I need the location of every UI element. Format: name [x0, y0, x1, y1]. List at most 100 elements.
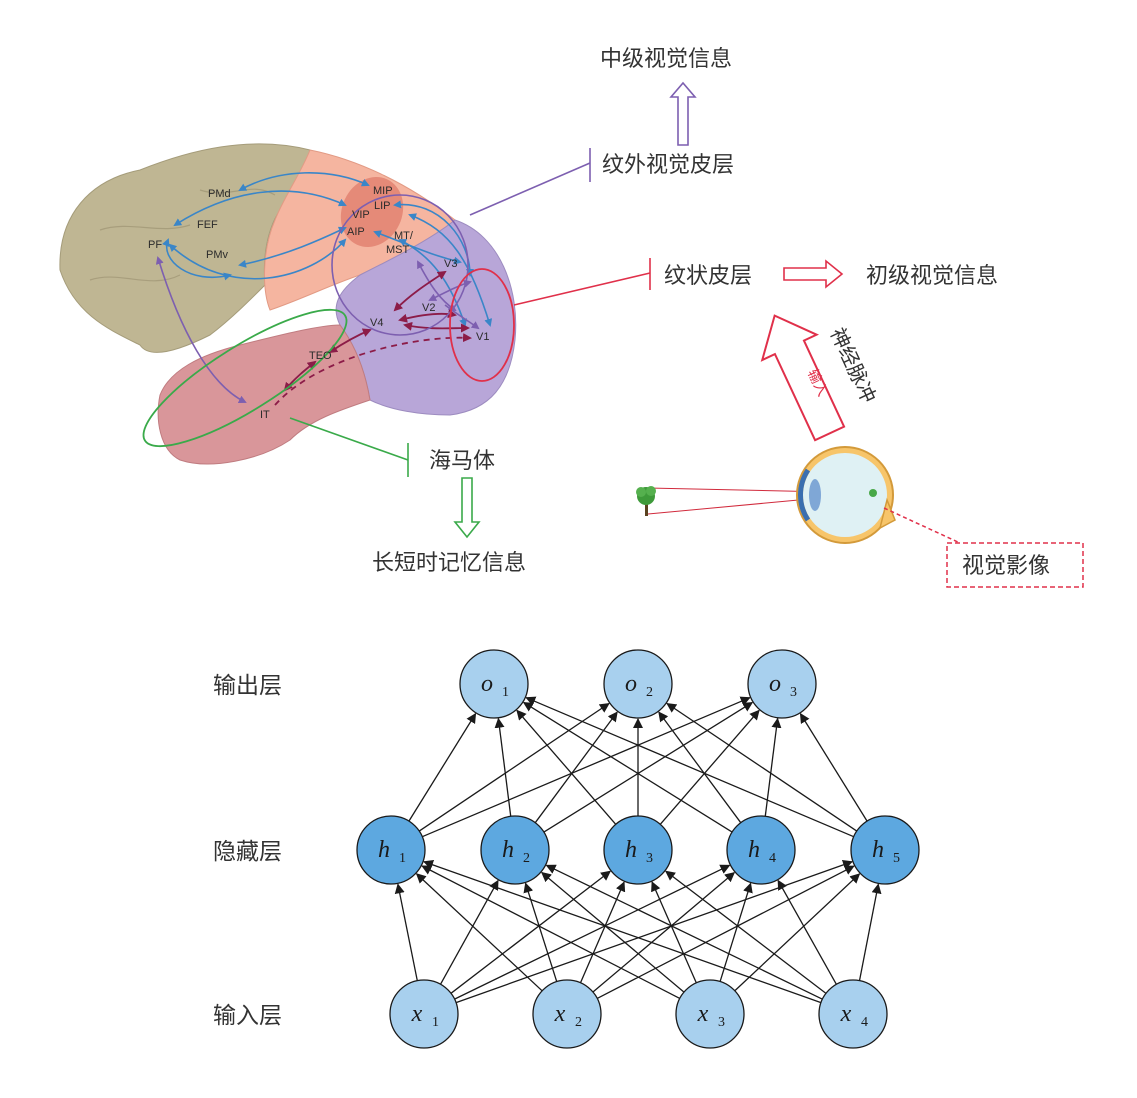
node-subscript: 2 — [646, 685, 653, 700]
node-subscript: 3 — [790, 685, 797, 700]
region-label: PMd — [208, 188, 231, 200]
eye-illustration — [647, 446, 896, 544]
node-label: x — [411, 1001, 423, 1027]
region-label: MST — [386, 244, 410, 256]
network-edge — [454, 864, 731, 1000]
network-edge — [522, 701, 733, 833]
region-label: V2 — [422, 302, 435, 314]
striate-label: 纹状皮层 — [664, 264, 752, 289]
network-edge — [516, 709, 617, 825]
network-node — [459, 649, 529, 719]
tree-icon — [636, 486, 656, 516]
node-subscript: 4 — [769, 851, 776, 866]
network-edge — [777, 879, 837, 985]
layer-label: 输出层 — [213, 673, 282, 699]
network-edge — [494, 717, 512, 817]
node-subscript: 1 — [502, 685, 509, 700]
node-subscript: 5 — [893, 851, 900, 866]
nerve-pulse-label: 神经脉冲 — [825, 324, 881, 407]
node-subscript: 3 — [718, 1015, 725, 1030]
memory-info-label: 长短时记忆信息 — [372, 551, 526, 576]
parietal-sulcus-region — [340, 176, 404, 248]
network-edge — [596, 865, 855, 999]
right-hollow-arrow — [783, 259, 844, 289]
network-edge — [439, 879, 499, 985]
node-subscript: 2 — [575, 1015, 582, 1030]
region-label: VIP — [352, 209, 370, 221]
node-subscript: 1 — [432, 1015, 439, 1030]
node-label: h — [748, 837, 760, 863]
network-edge — [418, 702, 610, 832]
node-subscript: 2 — [523, 851, 530, 866]
region-label: IT — [260, 409, 270, 421]
network-node — [356, 815, 426, 885]
network-edge — [450, 870, 612, 994]
region-labels: PMd FEF PF PMv MIP LIP VIP AIP MT/ MST V… — [148, 185, 489, 421]
hippocampus-label: 海马体 — [429, 449, 495, 474]
extrastriate-outline — [331, 194, 469, 336]
node-subscript: 3 — [646, 851, 653, 866]
striate-outline — [449, 268, 515, 382]
network-node — [532, 979, 602, 1049]
network-edge — [534, 711, 618, 824]
network-edge — [799, 712, 868, 822]
network-edge — [545, 864, 823, 1000]
network-edge — [719, 882, 753, 982]
network-edge — [394, 883, 418, 981]
network-edge — [592, 871, 736, 993]
network-node — [747, 649, 817, 719]
up-hollow-arrow — [669, 81, 697, 146]
layer-label: 隐藏层 — [213, 839, 282, 865]
network-edges — [394, 696, 882, 1004]
network-edge — [422, 696, 751, 838]
region-label: MIP — [373, 185, 393, 197]
network-node — [603, 815, 673, 885]
node-label: h — [625, 837, 637, 863]
hippocampus-outline — [142, 308, 348, 448]
node-label: o — [625, 671, 637, 697]
down-hollow-arrow — [453, 477, 481, 539]
node-label: h — [378, 837, 390, 863]
network-edge — [658, 711, 742, 824]
region-label: V4 — [370, 317, 383, 329]
network-edge — [541, 871, 685, 993]
network-edge — [659, 709, 760, 825]
layer-label: 输入层 — [213, 1003, 282, 1029]
network-edge — [543, 701, 754, 833]
region-label: FEF — [197, 219, 218, 231]
network-edge — [408, 712, 477, 822]
hippocampus-leader — [289, 417, 409, 461]
node-label: h — [502, 837, 514, 863]
network-node — [389, 979, 459, 1049]
network-edge — [734, 873, 861, 992]
nerve-input-arrow: 输入 — [760, 314, 846, 442]
network-node — [603, 649, 673, 719]
node-label: o — [769, 671, 781, 697]
region-label: AIP — [347, 226, 365, 238]
network-edge — [666, 702, 858, 832]
mid-info-label: 中级视觉信息 — [600, 47, 732, 72]
image-leader — [883, 507, 961, 544]
network-node — [850, 815, 920, 885]
node-subscript: 4 — [861, 1015, 868, 1030]
region-label: V3 — [444, 258, 457, 270]
node-label: x — [554, 1001, 566, 1027]
primary-info-label: 初级视觉信息 — [866, 264, 998, 289]
region-label: LIP — [374, 200, 391, 212]
visual-image-label: 视觉影像 — [962, 554, 1050, 579]
region-label: TEO — [309, 350, 332, 362]
region-label: V1 — [476, 331, 489, 343]
striate-leader — [513, 272, 651, 306]
network-edge — [525, 696, 854, 838]
node-label: x — [840, 1001, 852, 1027]
network-edge — [665, 870, 827, 994]
node-label: h — [872, 837, 884, 863]
maroon-pathways — [274, 270, 472, 406]
extrastriate-leader — [469, 162, 591, 216]
network-edge — [421, 865, 681, 1000]
network-edge — [423, 860, 822, 1004]
node-label: o — [481, 671, 493, 697]
network-node — [726, 815, 796, 885]
